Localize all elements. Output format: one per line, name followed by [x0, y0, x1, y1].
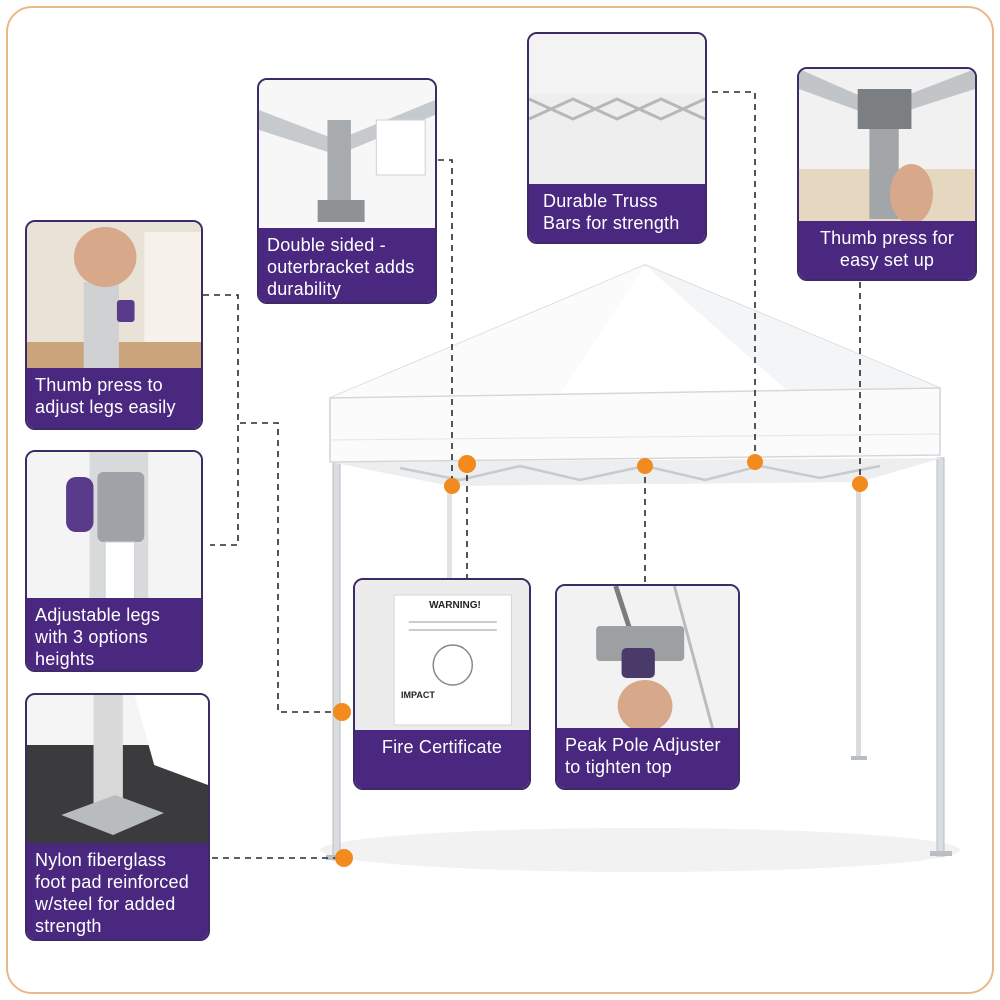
- feature-label: Adjustable legs with 3 options heights: [27, 598, 201, 670]
- marker-thumb-press-setup: [852, 476, 868, 492]
- photo-double-sided: [259, 80, 435, 232]
- feature-label: Double sided - outerbracket adds durabil…: [259, 228, 435, 302]
- feature-label: Thumb press for easy set up: [799, 221, 975, 279]
- feature-card-peak-pole: Peak Pole Adjuster to tighten top: [555, 584, 740, 790]
- marker-peak-pole: [637, 458, 653, 474]
- feature-card-thumb-press-legs: Thumb press to adjust legs easily: [25, 220, 203, 430]
- feature-card-double-sided: Double sided - outerbracket adds durabil…: [257, 78, 437, 304]
- feature-label: Thumb press to adjust legs easily: [27, 368, 201, 428]
- marker-fire-certificate: [458, 455, 476, 473]
- marker-adjustable-legs: [333, 703, 351, 721]
- photo-adjustable-legs: [27, 452, 201, 602]
- marker-double-sided: [444, 478, 460, 494]
- photo-truss-bars: [529, 34, 705, 186]
- front-right-foot: [930, 851, 952, 856]
- back-left-leg: [447, 470, 452, 580]
- callout-line-truss-bars: [712, 91, 756, 462]
- marker-foot-pad: [335, 849, 353, 867]
- photo-foot-pad: [27, 695, 208, 847]
- feature-label: Nylon fiberglass foot pad reinforced w/s…: [27, 843, 208, 939]
- feature-label: Fire Certificate: [355, 730, 529, 788]
- photo-thumb-press-setup: [799, 69, 975, 221]
- feature-card-adjustable-legs: Adjustable legs with 3 options heights: [25, 450, 203, 672]
- back-right-foot: [851, 756, 867, 760]
- front-left-leg: [332, 459, 341, 861]
- callout-line-adjustable-legs: [240, 422, 342, 713]
- callout-line-double-sided: [438, 159, 453, 486]
- feature-card-fire-certificate: WARNING! IMPACT Fire Certificate: [353, 578, 531, 790]
- photo-peak-pole: [557, 586, 738, 732]
- canopy-underside: [330, 458, 942, 486]
- feature-label: Durable Truss Bars for strength: [529, 184, 705, 242]
- callout-line-thumb-press-legs: [203, 294, 239, 546]
- photo-thumb-press-legs: [27, 222, 201, 372]
- feature-label: Peak Pole Adjuster to tighten top: [557, 728, 738, 788]
- front-right-leg: [936, 457, 945, 857]
- feature-card-foot-pad: Nylon fiberglass foot pad reinforced w/s…: [25, 693, 210, 941]
- marker-truss-bars: [747, 454, 763, 470]
- feature-card-thumb-press-setup: Thumb press for easy set up: [797, 67, 977, 281]
- canopy-valance: [329, 387, 941, 463]
- ground-shadow: [320, 828, 960, 872]
- photo-fire-certificate: WARNING! IMPACT: [355, 580, 529, 732]
- feature-card-truss-bars: Durable Truss Bars for strength: [527, 32, 707, 244]
- certificate-brand-text: IMPACT: [401, 690, 435, 700]
- certificate-warning-text: WARNING!: [429, 600, 481, 611]
- back-right-leg: [856, 470, 861, 760]
